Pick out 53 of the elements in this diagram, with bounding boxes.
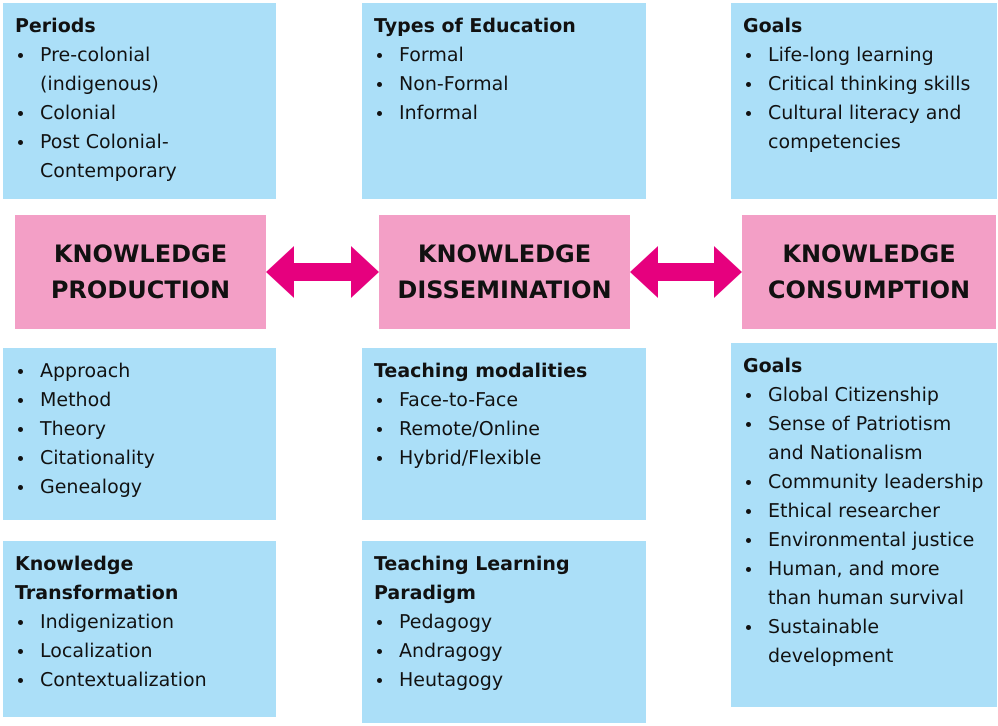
bullet-item: Indigenization xyxy=(40,611,174,633)
bullet-item: Human, and more than human survival xyxy=(768,558,964,609)
bullet-item: Ethical researcher xyxy=(768,500,940,522)
stage-box xyxy=(15,215,266,329)
box-heading: Goals xyxy=(743,14,804,39)
bullet-item: Face-to-Face xyxy=(399,389,518,411)
bullet-item: Theory xyxy=(40,418,106,440)
bullet-item: Contextualization xyxy=(40,669,207,691)
info-box xyxy=(731,3,997,199)
bullet-item: Pedagogy xyxy=(399,611,492,633)
bullet-item: Community leadership xyxy=(768,471,984,493)
box-heading: Types of Education xyxy=(374,14,577,39)
info-box xyxy=(362,348,646,520)
bullet-item: Method xyxy=(40,389,112,411)
stage-title: KNOWLEDGE CONSUMPTION xyxy=(766,239,972,306)
info-box xyxy=(3,3,276,199)
bullet-item: Post Colonial-Contemporary xyxy=(40,131,177,182)
double-arrow xyxy=(630,246,742,298)
box-heading: Teaching modalities xyxy=(374,359,588,384)
bullet-item: Informal xyxy=(399,102,478,124)
bullet-item: Heutagogy xyxy=(399,669,504,691)
bullet-item: Life-long learning xyxy=(768,44,934,66)
double-arrow xyxy=(266,246,379,298)
bullet-item: Colonial xyxy=(40,102,116,124)
bullet-item: Sustainable development xyxy=(768,616,894,667)
bullet-item: Approach xyxy=(40,360,130,382)
info-box xyxy=(731,343,997,707)
stage-box xyxy=(379,215,630,329)
box-heading: Periods xyxy=(15,14,97,39)
bullet-item: Global Citizenship xyxy=(768,384,939,406)
info-box xyxy=(362,541,646,723)
bullet-item: Andragogy xyxy=(399,640,503,662)
bullet-item: Non-Formal xyxy=(399,73,509,95)
stage-title: KNOWLEDGE PRODUCTION xyxy=(50,239,232,306)
stage-title: KNOWLEDGE DISSEMINATION xyxy=(396,239,613,306)
bullet-item: Sense of Patriotism and Nationalism xyxy=(768,413,952,464)
info-box xyxy=(362,3,646,199)
box-heading: Knowledge Transformation xyxy=(15,552,180,606)
box-heading: Goals xyxy=(743,354,804,379)
bullet-item: Citationality xyxy=(40,447,155,469)
bullet-item: Remote/Online xyxy=(399,418,540,440)
bullet-item: Critical thinking skills xyxy=(768,73,970,95)
bullet-item: Environmental justice xyxy=(768,529,974,551)
bullet-item: Genealogy xyxy=(40,476,142,498)
bullet-item: Pre-colonial (indigenous) xyxy=(40,44,159,95)
bullet-item: Cultural literacy and competencies xyxy=(768,102,962,153)
bullet-item: Hybrid/Flexible xyxy=(399,447,542,469)
info-box xyxy=(3,348,276,520)
info-box xyxy=(3,541,276,717)
bullet-item: Localization xyxy=(40,640,153,662)
bullet-item: Formal xyxy=(399,44,464,66)
box-heading: Teaching Learning Paradigm xyxy=(374,552,571,606)
stage-box xyxy=(742,215,996,329)
